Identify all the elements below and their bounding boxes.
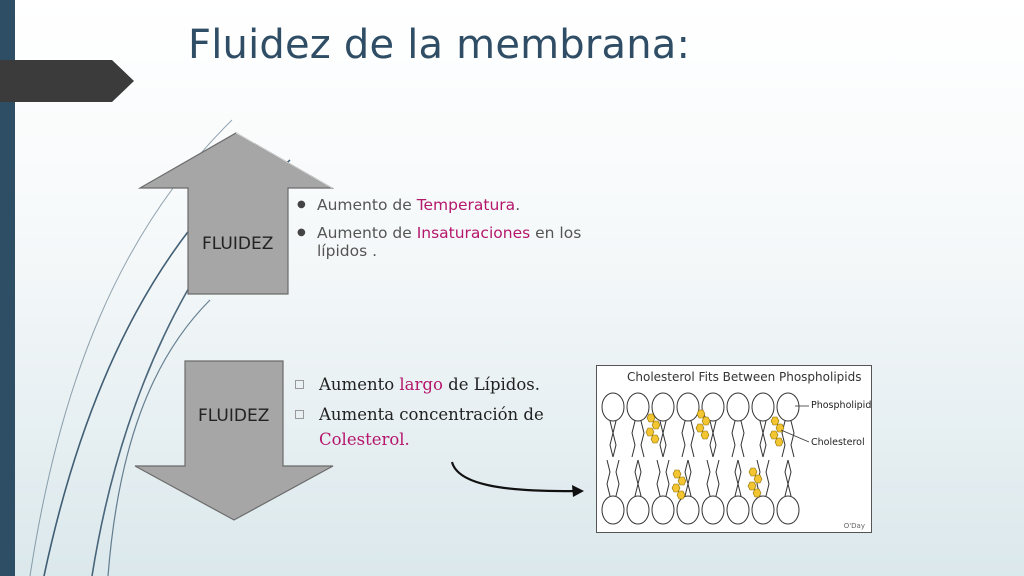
phospholipid-tail: [784, 459, 789, 497]
phospholipid-tail: [715, 459, 720, 497]
phospholipid-head: [626, 392, 650, 422]
phospholipid-tail: [740, 420, 745, 458]
label-pointer-line: [780, 429, 810, 443]
phospholipid-head: [601, 392, 625, 422]
cholesterol-ring: [695, 423, 705, 433]
phospholipid-tail: [687, 459, 692, 497]
bullet-text: Aumento: [319, 375, 400, 394]
phospholipid-head: [726, 392, 750, 422]
phospholipid-tail: [615, 459, 620, 497]
figure-title: Cholesterol Fits Between Phospholipids: [627, 370, 862, 384]
cholesterol-ring: [645, 427, 655, 437]
cholesterol-ring: [752, 488, 762, 498]
phospholipid-head: [676, 392, 700, 422]
bullet-text: Aumento de: [317, 196, 417, 214]
phospholipid-tail: [606, 459, 611, 497]
phospholipid-head: [776, 392, 800, 422]
cholesterol-ring: [753, 474, 763, 484]
phospholipid-tail: [612, 420, 617, 458]
phospholipid-tail: [765, 459, 770, 497]
bullet-text: en los lípidos .: [317, 224, 582, 260]
cholesterol-ring: [701, 416, 711, 426]
phospholipid-head: [651, 495, 675, 525]
figure-credit: O'Day: [843, 522, 865, 530]
cholesterol-ring: [646, 413, 656, 423]
phospholipid-tail: [665, 459, 670, 497]
phospholipid-tail: [734, 459, 739, 497]
bullet-list-decrease: Aumento largo de Lípidos. Aumenta concen…: [293, 372, 573, 457]
phospholipid-tail: [662, 420, 667, 458]
phospholipid-head: [726, 495, 750, 525]
cholesterol-ring: [672, 469, 682, 479]
phospholipid-tail: [631, 420, 636, 458]
bullet-text: de Lípidos.: [442, 375, 540, 394]
phospholipid-head: [626, 495, 650, 525]
cholesterol-ring: [651, 420, 661, 430]
cholesterol-ring: [748, 467, 758, 477]
phospholipid-tail: [759, 420, 764, 458]
phospholipid-head: [751, 392, 775, 422]
phospholipid-tail: [634, 459, 639, 497]
bullet-item-cholesterol: Aumenta concentración de Colesterol.: [293, 402, 573, 452]
cholesterol-ring: [769, 430, 779, 440]
cholesterol-ring: [770, 416, 780, 426]
phospholipid-head: [651, 392, 675, 422]
left-accent-bar: [0, 0, 15, 576]
bullet-list-increase: Aumento de Temperatura. Aumento de Insat…: [297, 196, 587, 270]
arrow-down-shape: [134, 360, 334, 521]
bullet-text: Aumenta concentración de: [319, 405, 544, 424]
phospholipid-head: [751, 495, 775, 525]
phospholipid-tail: [706, 459, 711, 497]
phospholipid-tail: [609, 420, 614, 458]
figure-label-phospholipid: Phospholipid: [811, 400, 872, 411]
arrow-up-shape: [138, 132, 334, 295]
title-marker-tab: [0, 60, 134, 102]
bullet-highlight: largo: [399, 375, 443, 394]
phospholipid-tail: [712, 420, 717, 458]
bullet-highlight: Temperatura: [416, 196, 516, 214]
phospholipid-tail: [737, 459, 742, 497]
cholesterol-ring: [774, 437, 784, 447]
phospholipid-head: [701, 495, 725, 525]
bullet-item-temperature: Aumento de Temperatura.: [297, 196, 587, 214]
cholesterol-ring: [700, 430, 710, 440]
slide-title: Fluidez de la membrana:: [188, 22, 691, 68]
phospholipid-tail: [690, 420, 695, 458]
bullet-item-unsaturation: Aumento de Insaturaciones en los lípidos…: [297, 224, 587, 260]
phospholipid-tail: [637, 459, 642, 497]
cholesterol-ring: [696, 409, 706, 419]
cholesterol-ring: [671, 483, 681, 493]
phospholipid-tail: [640, 420, 645, 458]
cholesterol-ring: [677, 476, 687, 486]
phospholipid-tail: [787, 459, 792, 497]
arrow-down-label: FLUIDEZ: [198, 406, 270, 426]
phospholipid-tail: [762, 420, 767, 458]
phospholipid-tail: [681, 420, 686, 458]
phospholipid-tail: [731, 420, 736, 458]
phospholipid-head: [676, 495, 700, 525]
bullet-text: .: [515, 196, 521, 214]
phospholipid-head: [601, 495, 625, 525]
phospholipid-tail: [709, 420, 714, 458]
bullet-text: Aumento de: [317, 224, 417, 242]
phospholipid-tail: [659, 420, 664, 458]
arrow-up-label: FLUIDEZ: [202, 234, 274, 254]
cholesterol-ring: [747, 481, 757, 491]
membrane-illustration: [601, 392, 810, 525]
cholesterol-membrane-figure: Cholesterol Fits Between Phospholipids P…: [596, 365, 872, 533]
phospholipid-head: [776, 495, 800, 525]
figure-label-cholesterol: Cholesterol: [811, 437, 865, 448]
phospholipid-tail: [656, 459, 661, 497]
bullet-highlight: Colesterol.: [319, 430, 410, 449]
bullet-item-lipid-length: Aumento largo de Lípidos.: [293, 372, 573, 397]
cholesterol-ring: [650, 434, 660, 444]
phospholipid-head: [701, 392, 725, 422]
phospholipid-tail: [790, 420, 795, 458]
phospholipid-tail: [684, 459, 689, 497]
cholesterol-ring: [676, 490, 686, 500]
bullet-highlight: Insaturaciones: [416, 224, 531, 242]
